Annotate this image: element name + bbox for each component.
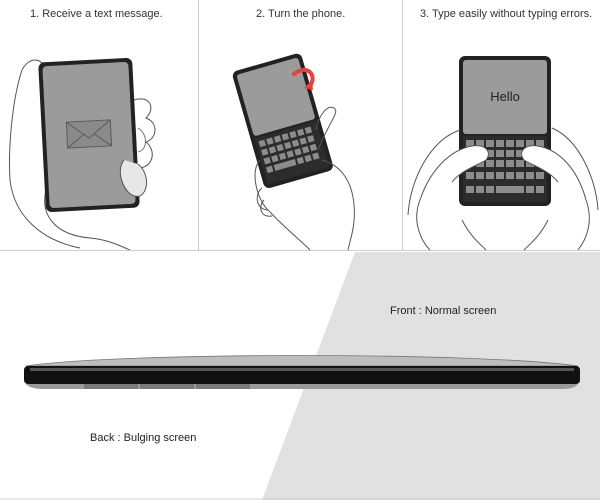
phone-3-screen-text: Hello	[490, 89, 520, 104]
section-divider	[0, 250, 600, 251]
back-caption: Back : Bulging screen	[90, 432, 197, 444]
key-bump-2	[140, 384, 194, 389]
hand-2-outline	[254, 159, 311, 251]
panel-divider-2	[402, 0, 403, 250]
phone-3-screen	[463, 60, 547, 134]
key-bump-1	[84, 384, 138, 389]
envelope-icon	[65, 119, 113, 149]
left-thumb	[419, 145, 489, 201]
right-thumb	[521, 145, 587, 201]
phone-side-top-bulge	[25, 355, 579, 367]
step-3-label: 3. Type easily without typing errors.	[420, 8, 593, 20]
step-2-label: 2. Turn the phone.	[256, 8, 346, 20]
key-bump-3	[196, 384, 250, 389]
rotate-arrow-icon	[292, 67, 315, 90]
front-caption: Front : Normal screen	[390, 305, 497, 317]
panel-divider-1	[198, 0, 199, 250]
step-1-label: 1. Receive a text message.	[30, 8, 163, 20]
phone-2-screen	[237, 57, 315, 136]
